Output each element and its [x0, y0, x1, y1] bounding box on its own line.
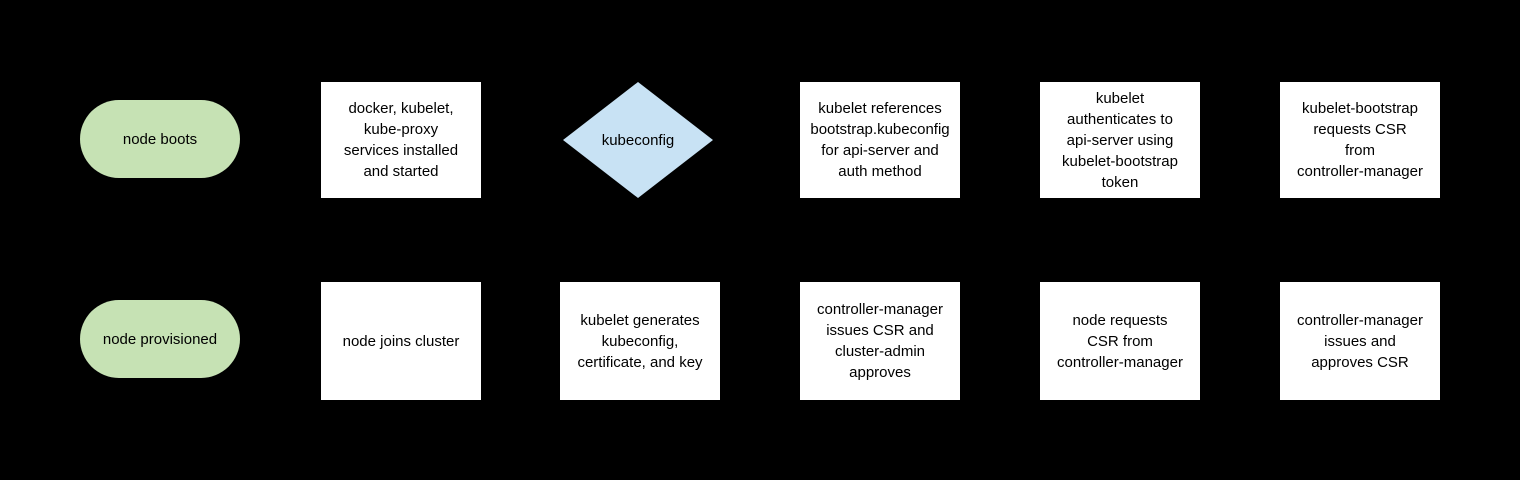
- node-label: node requests CSR from controller-manage…: [1057, 311, 1183, 371]
- decision-kubeconfig: kubeconfig: [563, 82, 713, 198]
- node-label: node provisioned: [102, 330, 218, 348]
- node-label: controller-manager issues and approves C…: [1297, 311, 1423, 371]
- terminator-node-provisioned: node provisioned: [80, 300, 240, 378]
- process-bootstrap-requests-csr: kubelet-bootstrap requests CSR from cont…: [1280, 82, 1440, 198]
- node-label: kubeconfig: [601, 131, 675, 149]
- process-kubelet-generates: kubelet generates kubeconfig, certificat…: [560, 282, 720, 400]
- terminator-node-boots: node boots: [80, 100, 240, 178]
- node-label: kubelet generates kubeconfig, certificat…: [577, 311, 703, 371]
- process-kubelet-authenticates: kubelet authenticates to api-server usin…: [1040, 82, 1200, 198]
- process-cm-issues-approves: controller-manager issues and approves C…: [1280, 282, 1440, 400]
- node-label: kubelet references bootstrap.kubeconfig …: [810, 100, 950, 180]
- process-services-installed: docker, kubelet, kube-proxy services ins…: [321, 82, 481, 198]
- diamond-shape: [563, 82, 713, 198]
- node-label: kubelet authenticates to api-server usin…: [1062, 89, 1178, 191]
- process-kubelet-references: kubelet references bootstrap.kubeconfig …: [800, 82, 960, 198]
- process-cm-issues-admin-approves: controller-manager issues CSR and cluste…: [800, 282, 960, 400]
- node-label: controller-manager issues CSR and cluste…: [817, 301, 943, 381]
- process-node-joins-cluster: node joins cluster: [321, 282, 481, 400]
- node-label: node joins cluster: [342, 332, 460, 350]
- node-label: node boots: [122, 130, 198, 148]
- node-label: kubelet-bootstrap requests CSR from cont…: [1297, 100, 1423, 180]
- process-node-requests-csr: node requests CSR from controller-manage…: [1040, 282, 1200, 400]
- node-label: docker, kubelet, kube-proxy services ins…: [343, 100, 459, 180]
